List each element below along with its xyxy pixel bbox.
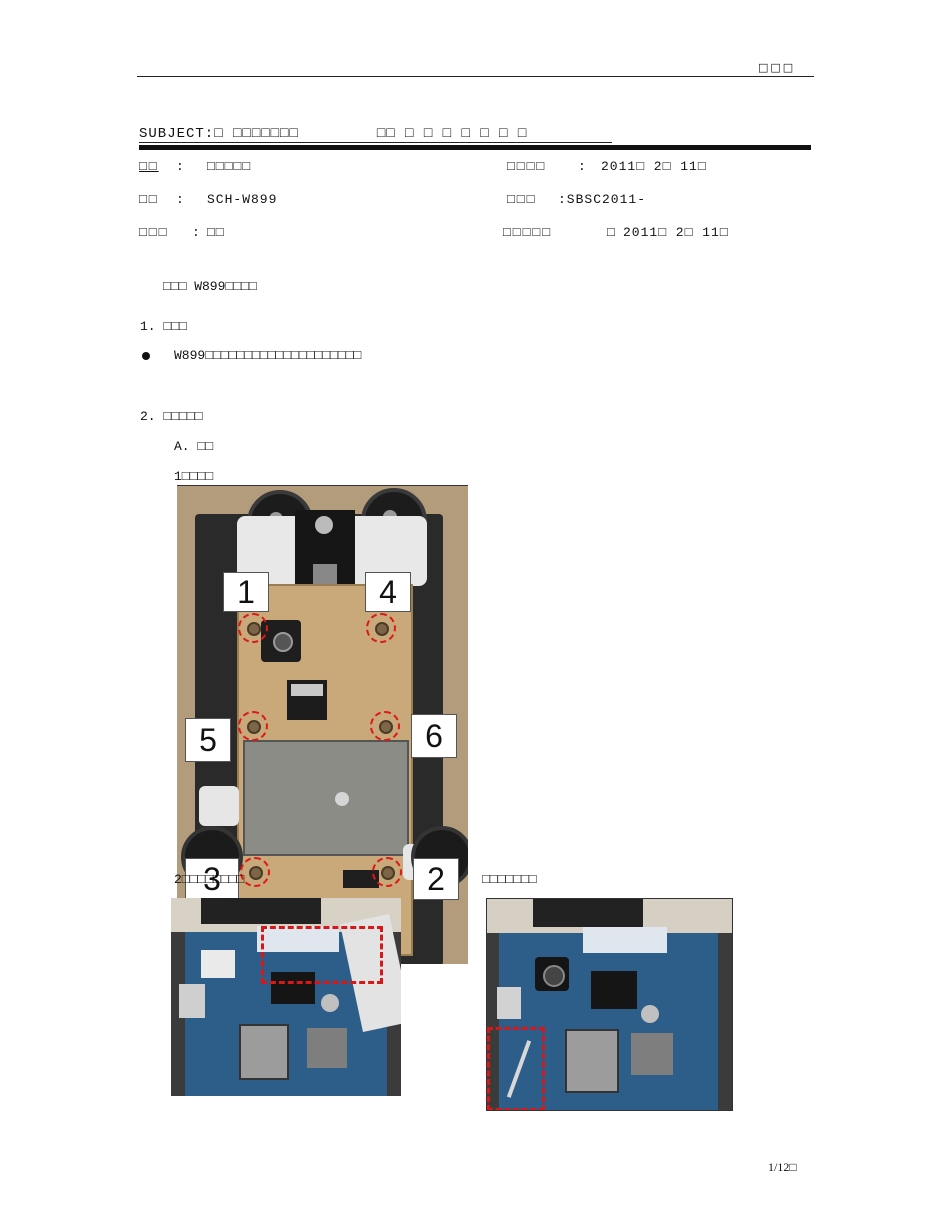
section-title: □□□ W899□□□□	[163, 279, 257, 294]
label-screw-6: 6	[411, 714, 457, 758]
label-screw-3: 3	[185, 858, 239, 900]
meta-dept-label: □□	[139, 159, 159, 174]
meta-date-label: □□□□	[507, 159, 547, 174]
meta-model-label: □□	[139, 192, 159, 207]
screw-ring-2	[372, 857, 402, 887]
photo-phone-back-screws: 1 4 5 6 3 2	[177, 486, 468, 964]
header-rule	[137, 76, 814, 77]
meta-date-value: 2011□ 2□ 11□	[601, 159, 707, 174]
meta-author-sep: :	[192, 225, 202, 240]
screw-ring-5	[238, 711, 268, 741]
screw-ring-4	[366, 613, 396, 643]
screw-ring-6	[370, 711, 400, 741]
label-screw-5: 5	[185, 718, 231, 762]
photo-1-top-border	[177, 485, 468, 486]
bullet-dot	[142, 352, 150, 360]
step-1-caption: 1□□□□	[174, 469, 214, 484]
meta-revised-label: □□□□□	[503, 225, 553, 240]
label-screw-1: 1	[223, 572, 269, 612]
photo-pcb-antenna	[486, 898, 733, 1111]
section-2-heading: 2. □□□□□	[140, 409, 203, 424]
meta-model-value: SCH-W899	[207, 192, 278, 207]
step-3-caption: □□□□□□□	[482, 872, 537, 887]
subject-title-tail: □□ □ □ □ □ □ □ □	[376, 126, 528, 142]
subject-label: SUBJECT:	[139, 126, 215, 142]
screw-ring-1	[238, 613, 268, 643]
step-2-caption: 2□□□□□□□□	[174, 872, 245, 887]
subject-underline	[139, 142, 612, 143]
meta-author-value: □□	[207, 225, 225, 240]
highlight-connector	[261, 926, 383, 984]
section-1-heading: 1. □□□	[140, 319, 187, 334]
label-screw-2: 2	[413, 858, 459, 900]
meta-revised-sep: □	[607, 225, 617, 240]
subject-thick-rule	[139, 145, 811, 150]
meta-dept-sep: :	[176, 159, 186, 174]
screw-ring-3	[240, 857, 270, 887]
meta-revised-value: 2011□ 2□ 11□	[623, 225, 729, 240]
photo-pcb-connector	[171, 898, 401, 1096]
subject-title: □ □□□□□□□	[214, 126, 299, 142]
highlight-antenna-cable	[487, 1027, 545, 1110]
label-screw-4: 4	[365, 572, 411, 612]
meta-doc-no-sep: :SBSC2011-	[558, 192, 647, 207]
meta-model-sep: :	[176, 192, 186, 207]
subject-line: SUBJECT:□ □□□□□□□ □□ □ □ □ □ □ □ □	[139, 126, 527, 142]
page-number: 1/12□	[768, 1160, 797, 1174]
header-mark: □□□	[758, 61, 796, 74]
subsection-a-heading: A. □□	[174, 439, 214, 454]
meta-dept-value: □□□□□	[207, 159, 252, 174]
meta-doc-no-label: □□□	[507, 192, 537, 207]
bullet-1-text: W899□□□□□□□□□□□□□□□□□□□□	[174, 348, 362, 363]
meta-author-label: □□□	[139, 225, 169, 240]
meta-date-sep: :	[578, 159, 588, 174]
